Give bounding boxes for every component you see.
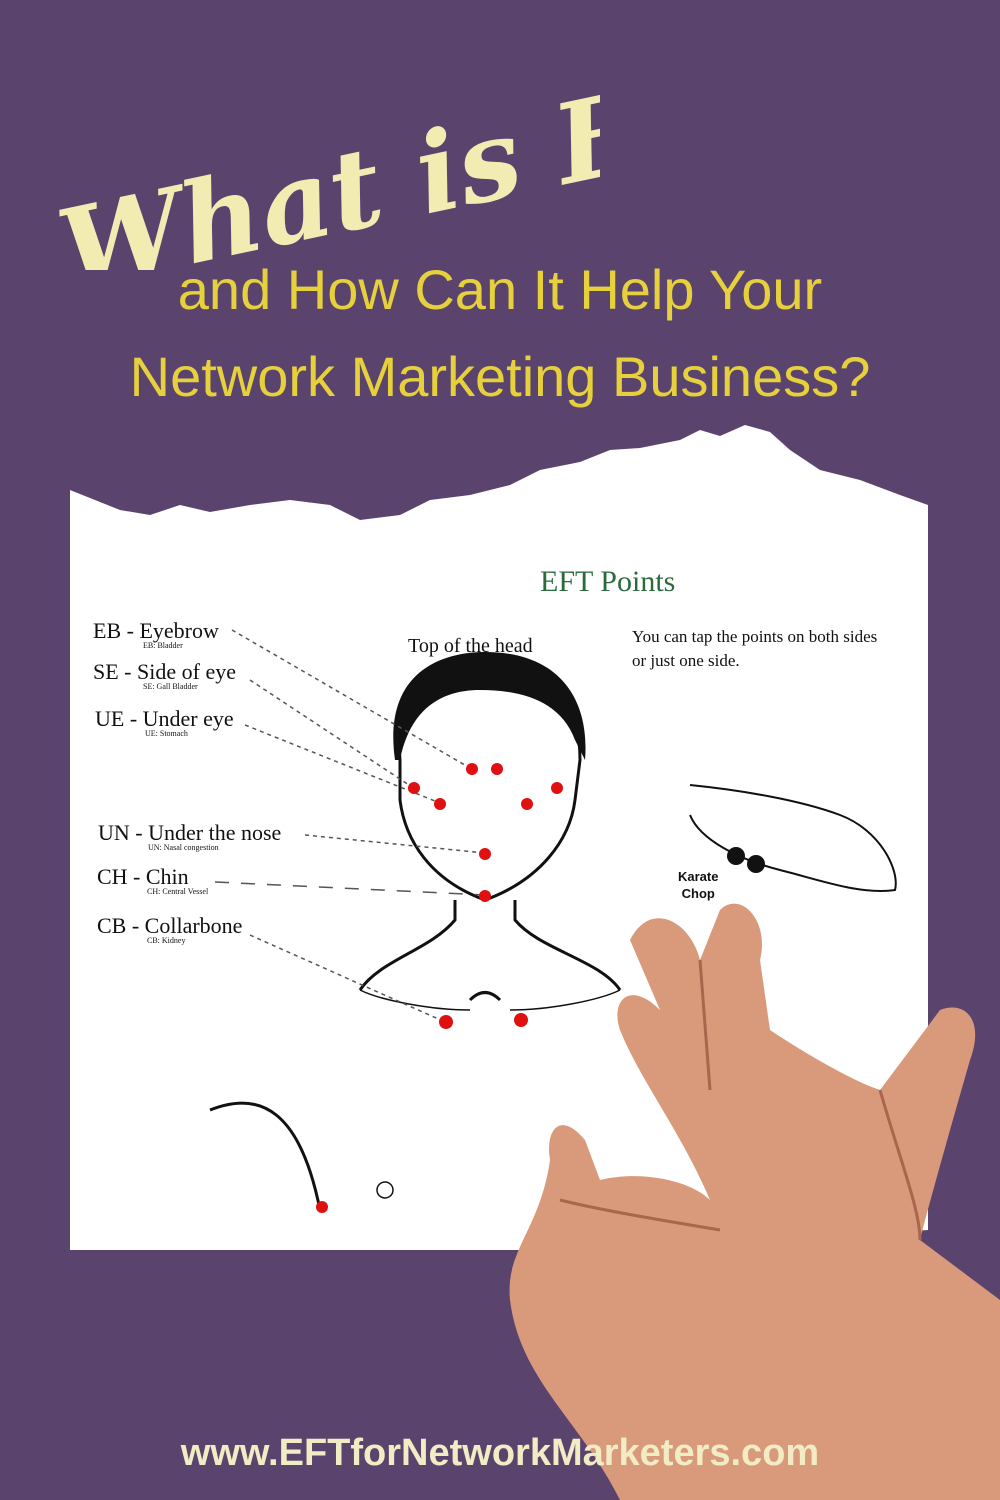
karate-chop-label: Karate Chop (678, 868, 718, 902)
point-name: EB - Eyebrow (93, 618, 219, 643)
chart-heading: EFT Points (540, 565, 676, 598)
point-meridian: EB: Bladder (143, 641, 183, 650)
website-url[interactable]: www.EFTforNetworkMarketers.com (180, 1432, 820, 1474)
point-name: SE - Side of eye (93, 659, 236, 684)
tapping-hands (509, 903, 1000, 1500)
point-meridian: UN: Nasal congestion (148, 843, 219, 852)
point-name: CB - Collarbone (97, 913, 243, 938)
point-name: UE - Under eye (95, 706, 234, 731)
tapping-points (316, 763, 563, 1213)
subtitle-line-2: Network Marketing Business? (129, 345, 871, 408)
top-of-head-label: Top of the head (408, 635, 533, 657)
point-meridian: SE: Gall Bladder (143, 682, 198, 691)
point-name: CH - Chin (97, 864, 189, 889)
karate-chop-line-1: Karate (678, 869, 719, 884)
point-meridian: CB: Kidney (147, 936, 186, 945)
point-meridian: UE: Stomach (145, 729, 188, 738)
tapping-note: You can tap the points on both sides or … (632, 627, 878, 670)
subtitle-line-1: and How Can It Help Your (177, 258, 823, 321)
karate-chop-line-2: Chop (681, 886, 715, 901)
point-meridian: CH: Central Vessel (147, 887, 209, 896)
point-name: UN - Under the nose (98, 820, 282, 845)
